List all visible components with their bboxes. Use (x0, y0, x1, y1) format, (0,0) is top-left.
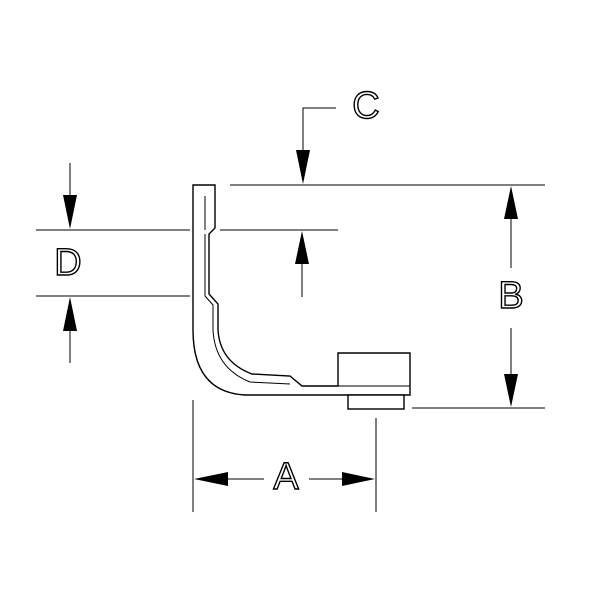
dimension-c: C (296, 84, 380, 184)
dim-d-label: D (54, 242, 81, 284)
bracket-part (192, 184, 411, 410)
bracket-outer-profile (192, 184, 411, 396)
bracket-foot-pad (347, 394, 405, 410)
bracket-inner-fold (204, 196, 291, 385)
dim-a-left-arrowhead (194, 472, 228, 486)
dim-d-inner-arrowhead (295, 231, 309, 264)
dim-b-bottom-arrowhead (504, 374, 518, 407)
dimension-b: B (498, 186, 524, 407)
dim-c-leader (302, 107, 336, 150)
dim-d-bottom-arrowhead (63, 297, 77, 331)
dimension-a: A (194, 455, 375, 499)
dimension-d: D (54, 163, 309, 363)
dim-a-right-arrowhead (342, 472, 375, 486)
dim-b-top-arrowhead (504, 186, 518, 219)
dim-c-label: C (352, 85, 379, 127)
dim-a-label: A (273, 456, 299, 498)
dim-c-arrowhead (296, 150, 310, 184)
dim-b-label: B (498, 275, 523, 317)
dim-d-top-arrowhead (63, 195, 77, 229)
extension-lines (36, 184, 545, 512)
